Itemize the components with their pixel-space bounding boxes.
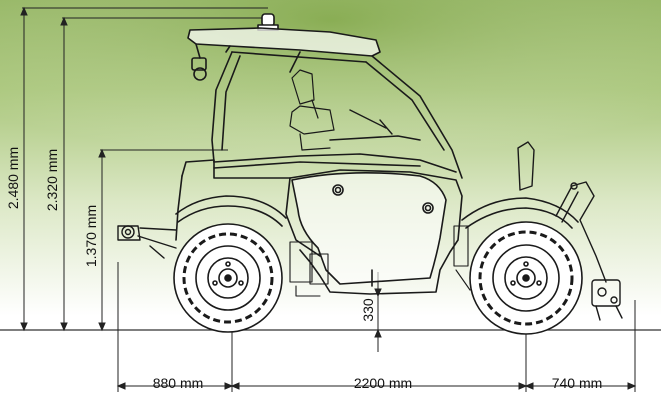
steering-wheel <box>349 109 393 135</box>
grass-texture <box>0 0 661 200</box>
side-panel <box>291 172 447 285</box>
cab-roof <box>187 27 381 57</box>
overall-height-label: 2.480 mm <box>5 147 21 209</box>
front-fender <box>175 195 287 219</box>
vertical-dimension-lines <box>20 6 382 352</box>
rear-fender <box>461 197 579 223</box>
rear-wheel <box>469 221 583 335</box>
body-height-label: 1.370 mm <box>83 205 99 267</box>
front-overhang-label: 880 mm <box>153 375 204 391</box>
wheelbase-label: 2200 mm <box>354 375 412 391</box>
rear-lift-arm <box>517 141 623 321</box>
tractor-body <box>181 159 463 295</box>
chassis-mechanics <box>289 225 471 297</box>
cab-height-label: 2.320 mm <box>44 149 60 211</box>
seat <box>289 69 335 151</box>
front-wheel <box>173 223 283 333</box>
ground-clearance-label: 330 <box>360 298 376 322</box>
rear-overhang-label: 740 mm <box>552 375 603 391</box>
tractor-drawing <box>117 13 623 321</box>
cab-frame <box>211 51 233 163</box>
front-hitch <box>117 225 177 259</box>
